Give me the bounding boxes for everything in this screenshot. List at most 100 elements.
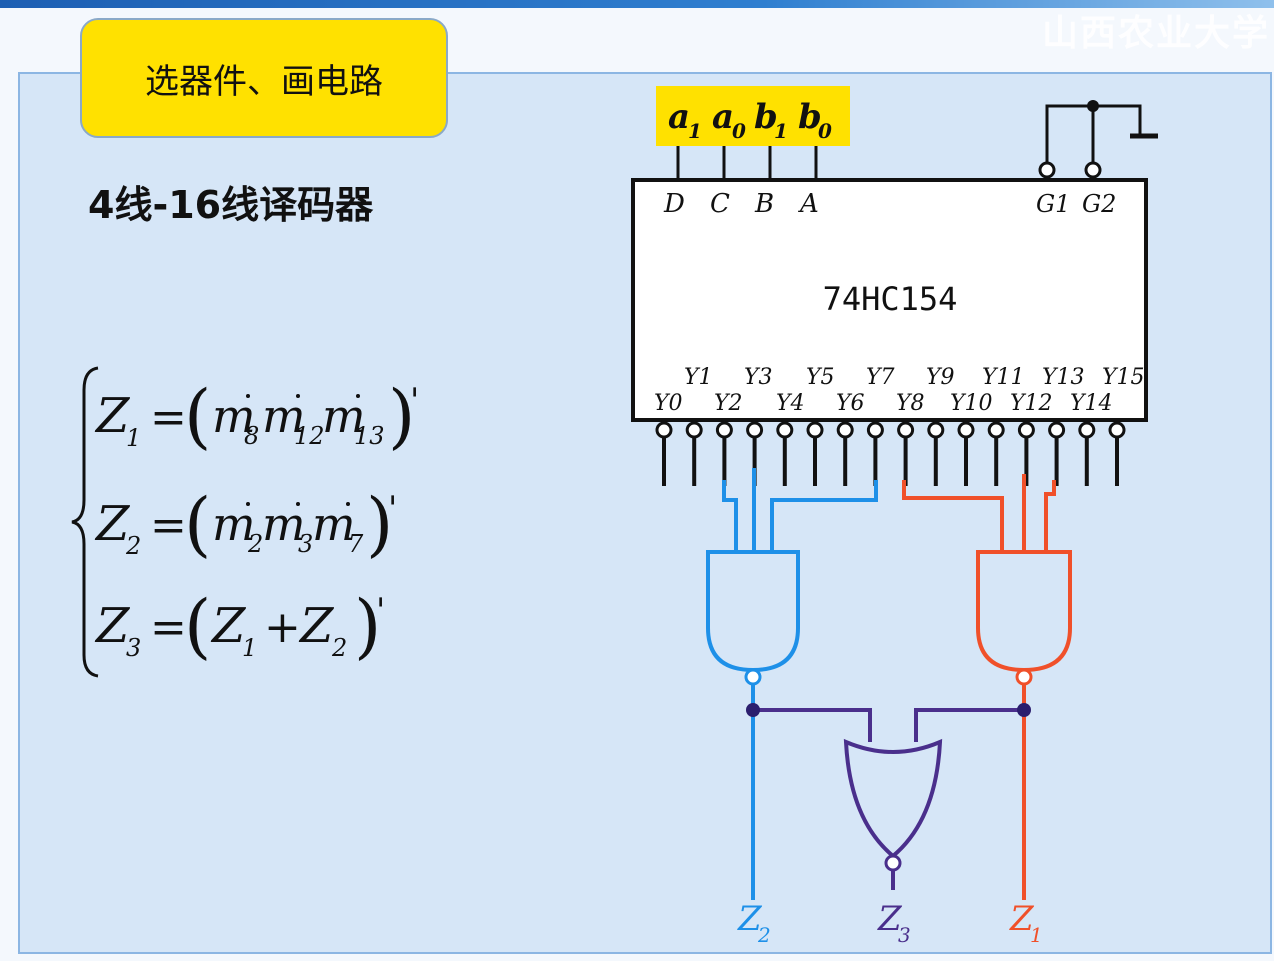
output-z1-sub: 1 xyxy=(1030,923,1043,947)
output-pin-bubble xyxy=(1108,421,1126,439)
y4: Y4 xyxy=(776,391,805,416)
eq1-m1: m xyxy=(212,389,256,443)
eq1-rparen: ) xyxy=(388,375,415,457)
label-a1: a xyxy=(668,97,690,137)
eq1-lparen: ( xyxy=(184,375,211,457)
eq3-b-sub: 2 xyxy=(331,634,347,662)
y8: Y8 xyxy=(896,391,925,416)
eq3-plus: + xyxy=(264,602,301,653)
output-pin-bubble xyxy=(685,421,703,439)
blue-gate-bubble xyxy=(744,668,762,686)
label-b1-sub: 1 xyxy=(774,119,788,143)
label-b0: b xyxy=(798,97,822,137)
eq2-rparen: ) xyxy=(366,483,393,565)
eq2-lhs-sub: 2 xyxy=(125,532,141,560)
eq1-s1: 8 xyxy=(244,422,259,450)
eq3-lhs-sub: 3 xyxy=(126,634,141,662)
red-wires xyxy=(902,474,1072,900)
y14: Y14 xyxy=(1070,391,1113,416)
brace xyxy=(71,366,99,678)
eq2-eq: = xyxy=(150,500,187,551)
output-labels: Y1 Y3 Y5 Y7 Y9 Y11 Y13 Y15 Y0 Y2 Y4 Y6 Y… xyxy=(654,365,1145,416)
blue-wires xyxy=(706,468,878,900)
chip-74hc154 xyxy=(631,178,1148,422)
nor-gate xyxy=(843,738,943,859)
output-z1: Z xyxy=(1009,899,1035,939)
and-gate-blue xyxy=(706,550,800,673)
label-a0: a xyxy=(712,97,734,137)
y1: Y1 xyxy=(684,365,713,390)
pin-g1: G1 xyxy=(1036,190,1070,218)
output-pins xyxy=(655,421,1126,486)
y15: Y15 xyxy=(1102,365,1145,390)
label-a0-sub: 0 xyxy=(732,119,746,143)
label-b0-sub: 0 xyxy=(818,119,832,143)
output-pin-bubble xyxy=(715,421,733,439)
output-z2-sub: 2 xyxy=(757,923,771,947)
eq1-s3: 13 xyxy=(354,422,385,450)
pin-d: D xyxy=(663,189,685,219)
nor-bubble xyxy=(884,854,902,872)
output-pin-bubble xyxy=(897,421,915,439)
eq1-m3: m xyxy=(322,389,366,443)
output-pin-bubble xyxy=(806,421,824,439)
y5: Y5 xyxy=(806,365,835,390)
eq1-lhs: Z xyxy=(94,388,131,444)
y10: Y10 xyxy=(950,391,993,416)
pin-c: C xyxy=(710,189,730,219)
subtitle: 4线-16线译码器 xyxy=(88,183,374,227)
label-b1: b xyxy=(754,97,778,137)
y3: Y3 xyxy=(744,365,773,390)
eq2-m1: m xyxy=(212,497,256,551)
eq2-s2: 3 xyxy=(298,530,313,558)
input-label-box xyxy=(656,86,850,146)
input-wires xyxy=(676,146,818,180)
pin-b: B xyxy=(754,189,774,219)
g1-bubble xyxy=(1038,161,1056,179)
y2: Y2 xyxy=(714,391,743,416)
watermark: 山西农业大学 xyxy=(1041,13,1270,54)
junction-right xyxy=(1017,703,1031,717)
enable-junction xyxy=(1087,100,1099,112)
purple-wires xyxy=(753,708,1024,890)
y7: Y7 xyxy=(866,365,895,390)
eq2-lhs: Z xyxy=(94,496,131,552)
output-pin-bubble xyxy=(776,421,794,439)
output-pin-bubble xyxy=(746,421,764,439)
y12: Y12 xyxy=(1010,391,1053,416)
output-pin-bubble xyxy=(836,421,854,439)
output-pin-bubble xyxy=(1017,421,1035,439)
output-pin-bubble xyxy=(927,421,945,439)
y6: Y6 xyxy=(836,391,865,416)
output-pin-bubble xyxy=(957,421,975,439)
g2-bubble xyxy=(1084,161,1102,179)
eq3-lparen: ( xyxy=(184,585,211,667)
title-text: 选器件、画电路 xyxy=(145,61,383,102)
eq1-eq: = xyxy=(150,392,187,443)
y9: Y9 xyxy=(926,365,955,390)
circuit-diagram: a 1 a 0 b 1 b 0 D C B xyxy=(631,86,1158,947)
y0: Y0 xyxy=(654,391,683,416)
chip-name: 74HC154 xyxy=(823,280,958,318)
output-pin-bubble xyxy=(1078,421,1096,439)
output-pin-bubble xyxy=(866,421,884,439)
output-pin-bubble xyxy=(655,421,673,439)
eq3-a-sub: 1 xyxy=(242,634,257,662)
output-z3: Z xyxy=(877,899,903,939)
output-z2: Z xyxy=(737,899,763,939)
eq2-s1: 2 xyxy=(247,530,263,558)
eq2-m3: m xyxy=(312,497,356,551)
eq3-eq: = xyxy=(150,602,187,653)
red-gate-bubble xyxy=(1015,668,1033,686)
eq3-lhs: Z xyxy=(94,598,131,654)
eq3-b: Z xyxy=(298,598,335,654)
junction-left xyxy=(746,703,760,717)
label-a1-sub: 1 xyxy=(688,119,702,143)
and-gate-red xyxy=(976,550,1072,673)
equations: Z 1 = ( m 8 m 12 m 13 ) ' Z 2 = ( m 2 m … xyxy=(71,366,419,678)
eq1-s2: 12 xyxy=(294,422,325,450)
pin-a: A xyxy=(798,189,819,219)
y11: Y11 xyxy=(982,365,1025,390)
y13: Y13 xyxy=(1042,365,1085,390)
eq1-prime: ' xyxy=(410,381,419,421)
